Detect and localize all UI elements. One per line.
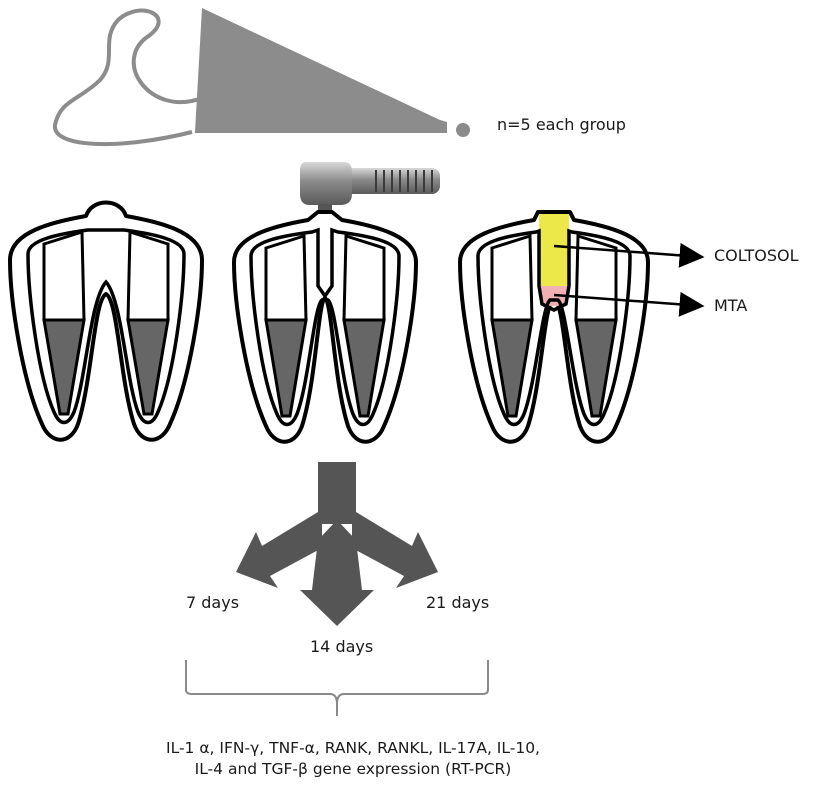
timepoint-21-days-label: 21 days bbox=[426, 593, 489, 612]
rat-icon bbox=[55, 8, 470, 144]
molar-control bbox=[10, 203, 202, 440]
rat-ear bbox=[409, 115, 427, 133]
caption-line-2: IL-4 and TGF-β gene expression (RT-PCR) bbox=[0, 759, 706, 780]
gene-expression-caption: IL-1 α, IFN-γ, TNF-α, RANK, RANKL, IL-17… bbox=[0, 738, 706, 780]
mta-label: MTA bbox=[714, 296, 747, 315]
rat-nose bbox=[456, 123, 470, 137]
group-size-label: n=5 each group bbox=[497, 115, 626, 134]
rat-body bbox=[195, 8, 447, 133]
timepoint-split-arrow bbox=[236, 462, 438, 626]
grouping-brace bbox=[186, 660, 488, 716]
caption-line-1: IL-1 α, IFN-γ, TNF-α, RANK, RANKL, IL-17… bbox=[0, 738, 706, 759]
coltosol-label: COLTOSOL bbox=[714, 246, 799, 265]
timepoint-7-days-label: 7 days bbox=[186, 593, 239, 612]
coltosol-fill bbox=[539, 214, 569, 286]
timepoint-14-days-label: 14 days bbox=[310, 637, 373, 656]
rat-tail bbox=[55, 11, 202, 145]
molar-drilled bbox=[234, 212, 416, 442]
